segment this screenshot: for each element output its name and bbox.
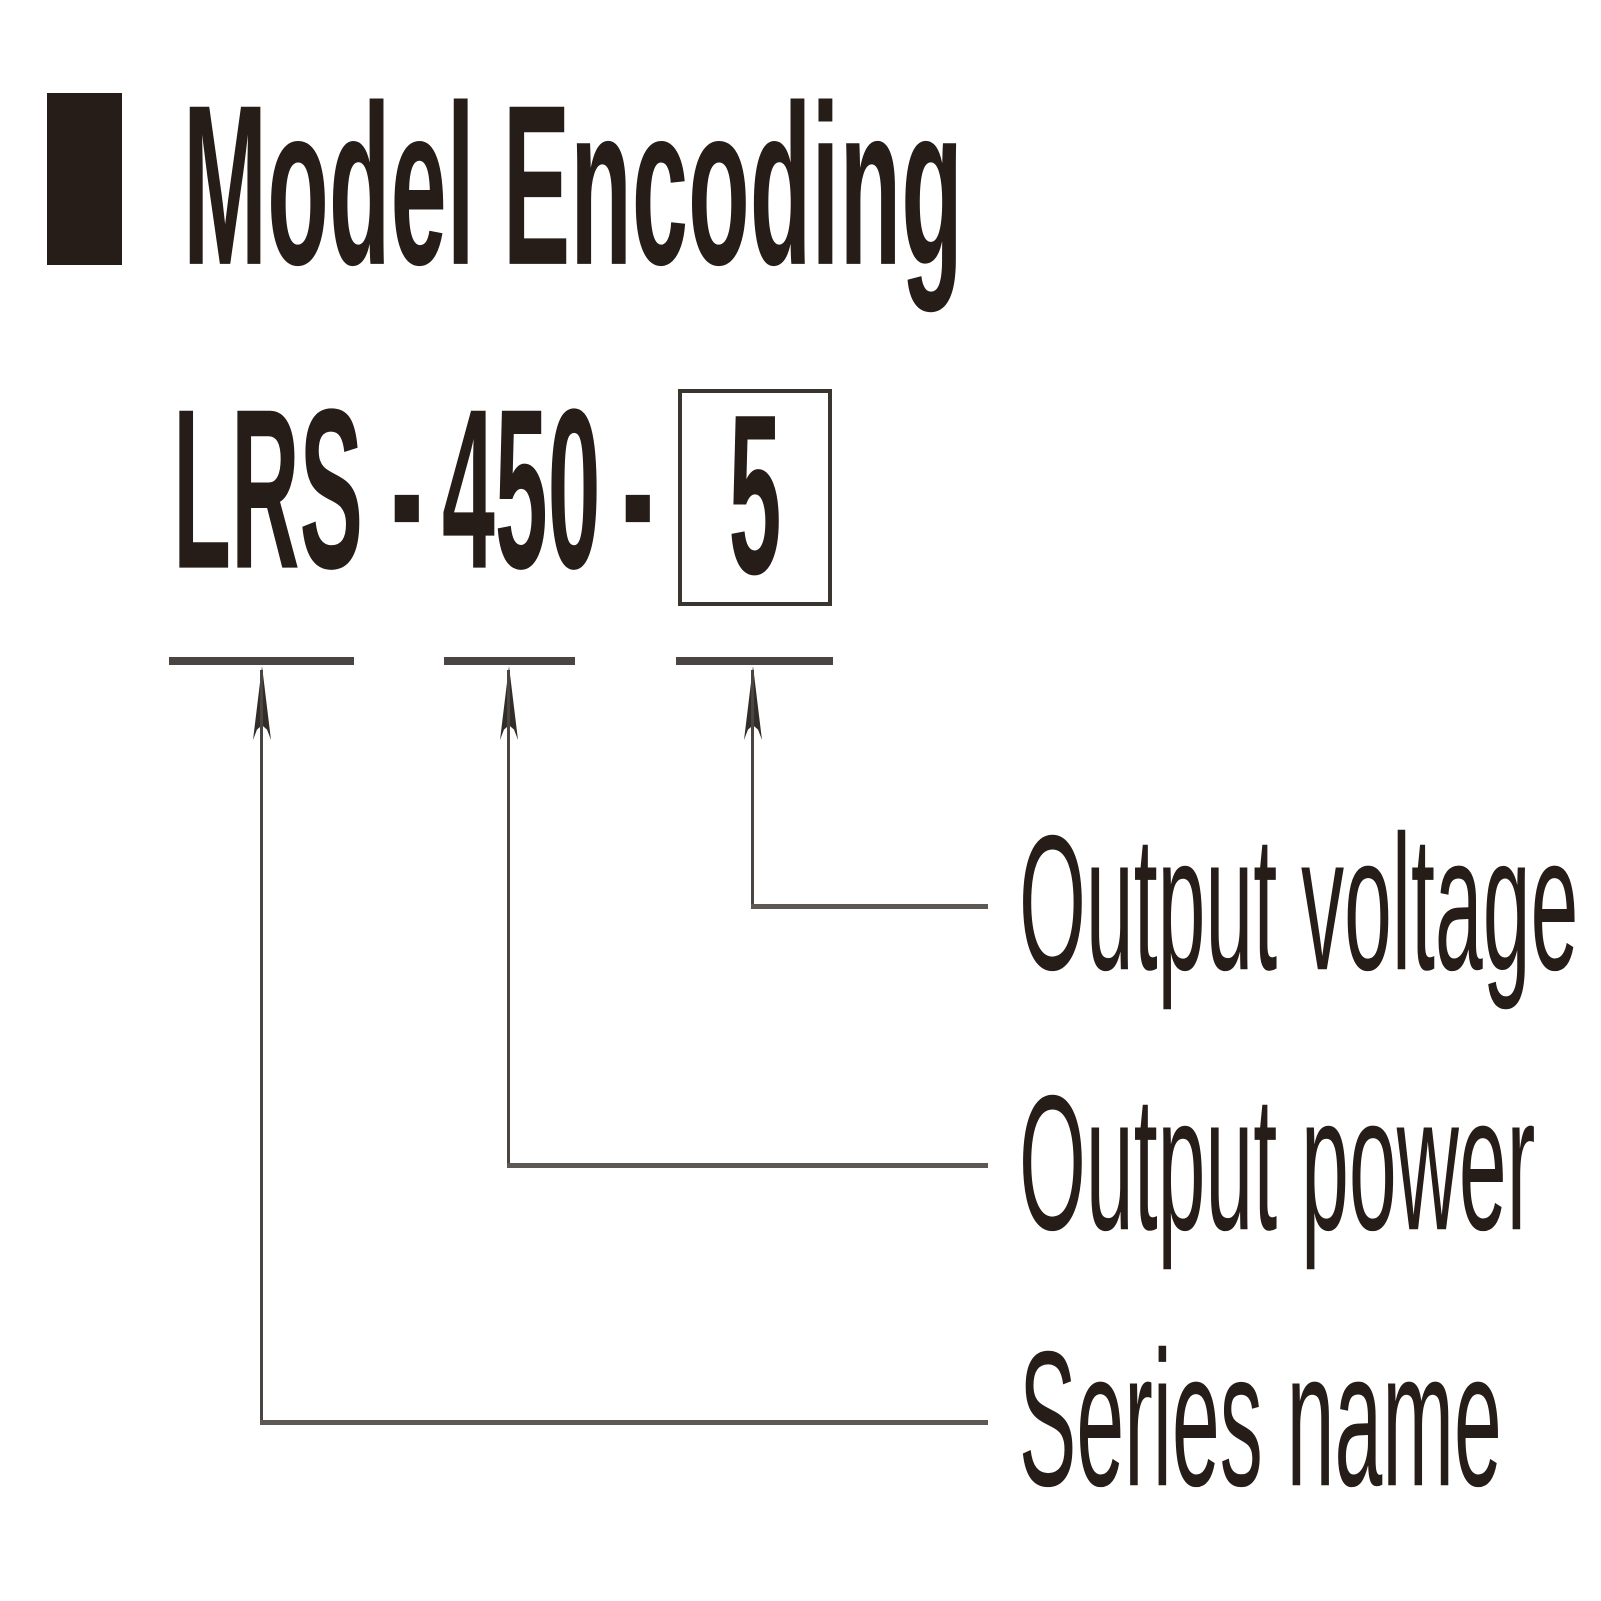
leader-line-vertical-voltage [751,670,754,909]
model-voltage-code: 5 [728,369,782,624]
leader-line-horizontal-voltage [751,904,988,909]
leader-line-vertical-series [260,670,263,1425]
leader-line-horizontal-series [260,1420,988,1425]
callout-label-output-voltage: Output voltage [1019,796,1579,1012]
underline-power-code [444,657,575,665]
model-separator-1: - [391,363,423,618]
voltage-code-box: 5 [678,382,832,610]
callout-label-series-name: Series name [1019,1312,1502,1528]
leader-line-horizontal-power [507,1163,988,1168]
section-bullet-marker [47,93,122,265]
model-power-code: 450 [442,363,601,618]
model-separator-2: - [622,363,654,618]
model-series-code: LRS [173,363,363,618]
leader-line-vertical-power [507,670,510,1168]
callout-label-output-power: Output power [1019,1056,1536,1272]
underline-series-code [169,657,354,665]
underline-voltage-code [676,657,833,665]
page-title: Model Encoding [183,60,963,314]
